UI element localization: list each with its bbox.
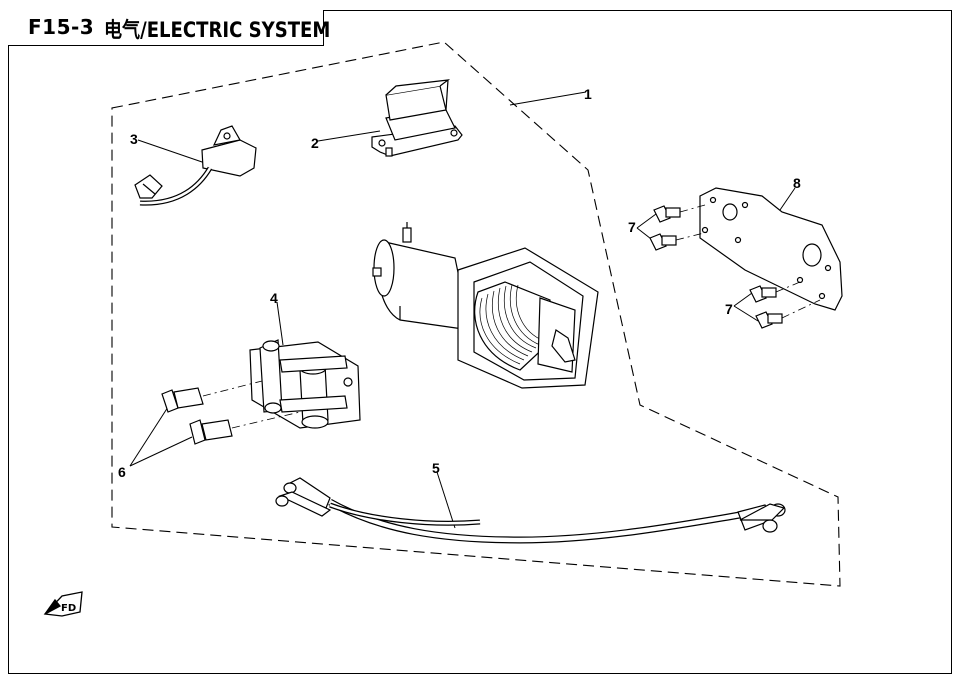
callout-4: 4 [270,290,278,306]
callout-6: 6 [118,464,126,480]
callout-2: 2 [311,135,319,151]
mounting-bolts-part [161,387,233,445]
leader-lines [129,91,796,529]
callout-3: 3 [130,131,138,147]
diagram-title: 电气/ELECTRIC SYSTEM [104,18,331,42]
callout-1: 1 [584,86,592,102]
bolt-axis-lines [202,380,301,429]
assembly-outline [111,41,841,587]
callout-8: 8 [793,175,801,191]
svg-text:FD: FD [61,603,76,614]
power-cable-part [275,477,786,544]
front-arrow-icon: FD [43,591,83,617]
plate-bolt-axis-lines [675,204,821,319]
relay-part [371,79,463,157]
sensor-part [134,125,257,206]
mounting-plate-part [699,187,843,311]
diagram-code: F15-3 [28,15,95,39]
callout-7-upper: 7 [628,219,636,235]
winch-part [372,222,599,389]
diagram-frame [8,10,952,674]
plate-bolts-part [649,205,783,329]
title-box [8,10,324,46]
roller-fairlead-part [249,339,361,429]
callout-5: 5 [432,460,440,476]
callout-7-lower: 7 [725,301,733,317]
